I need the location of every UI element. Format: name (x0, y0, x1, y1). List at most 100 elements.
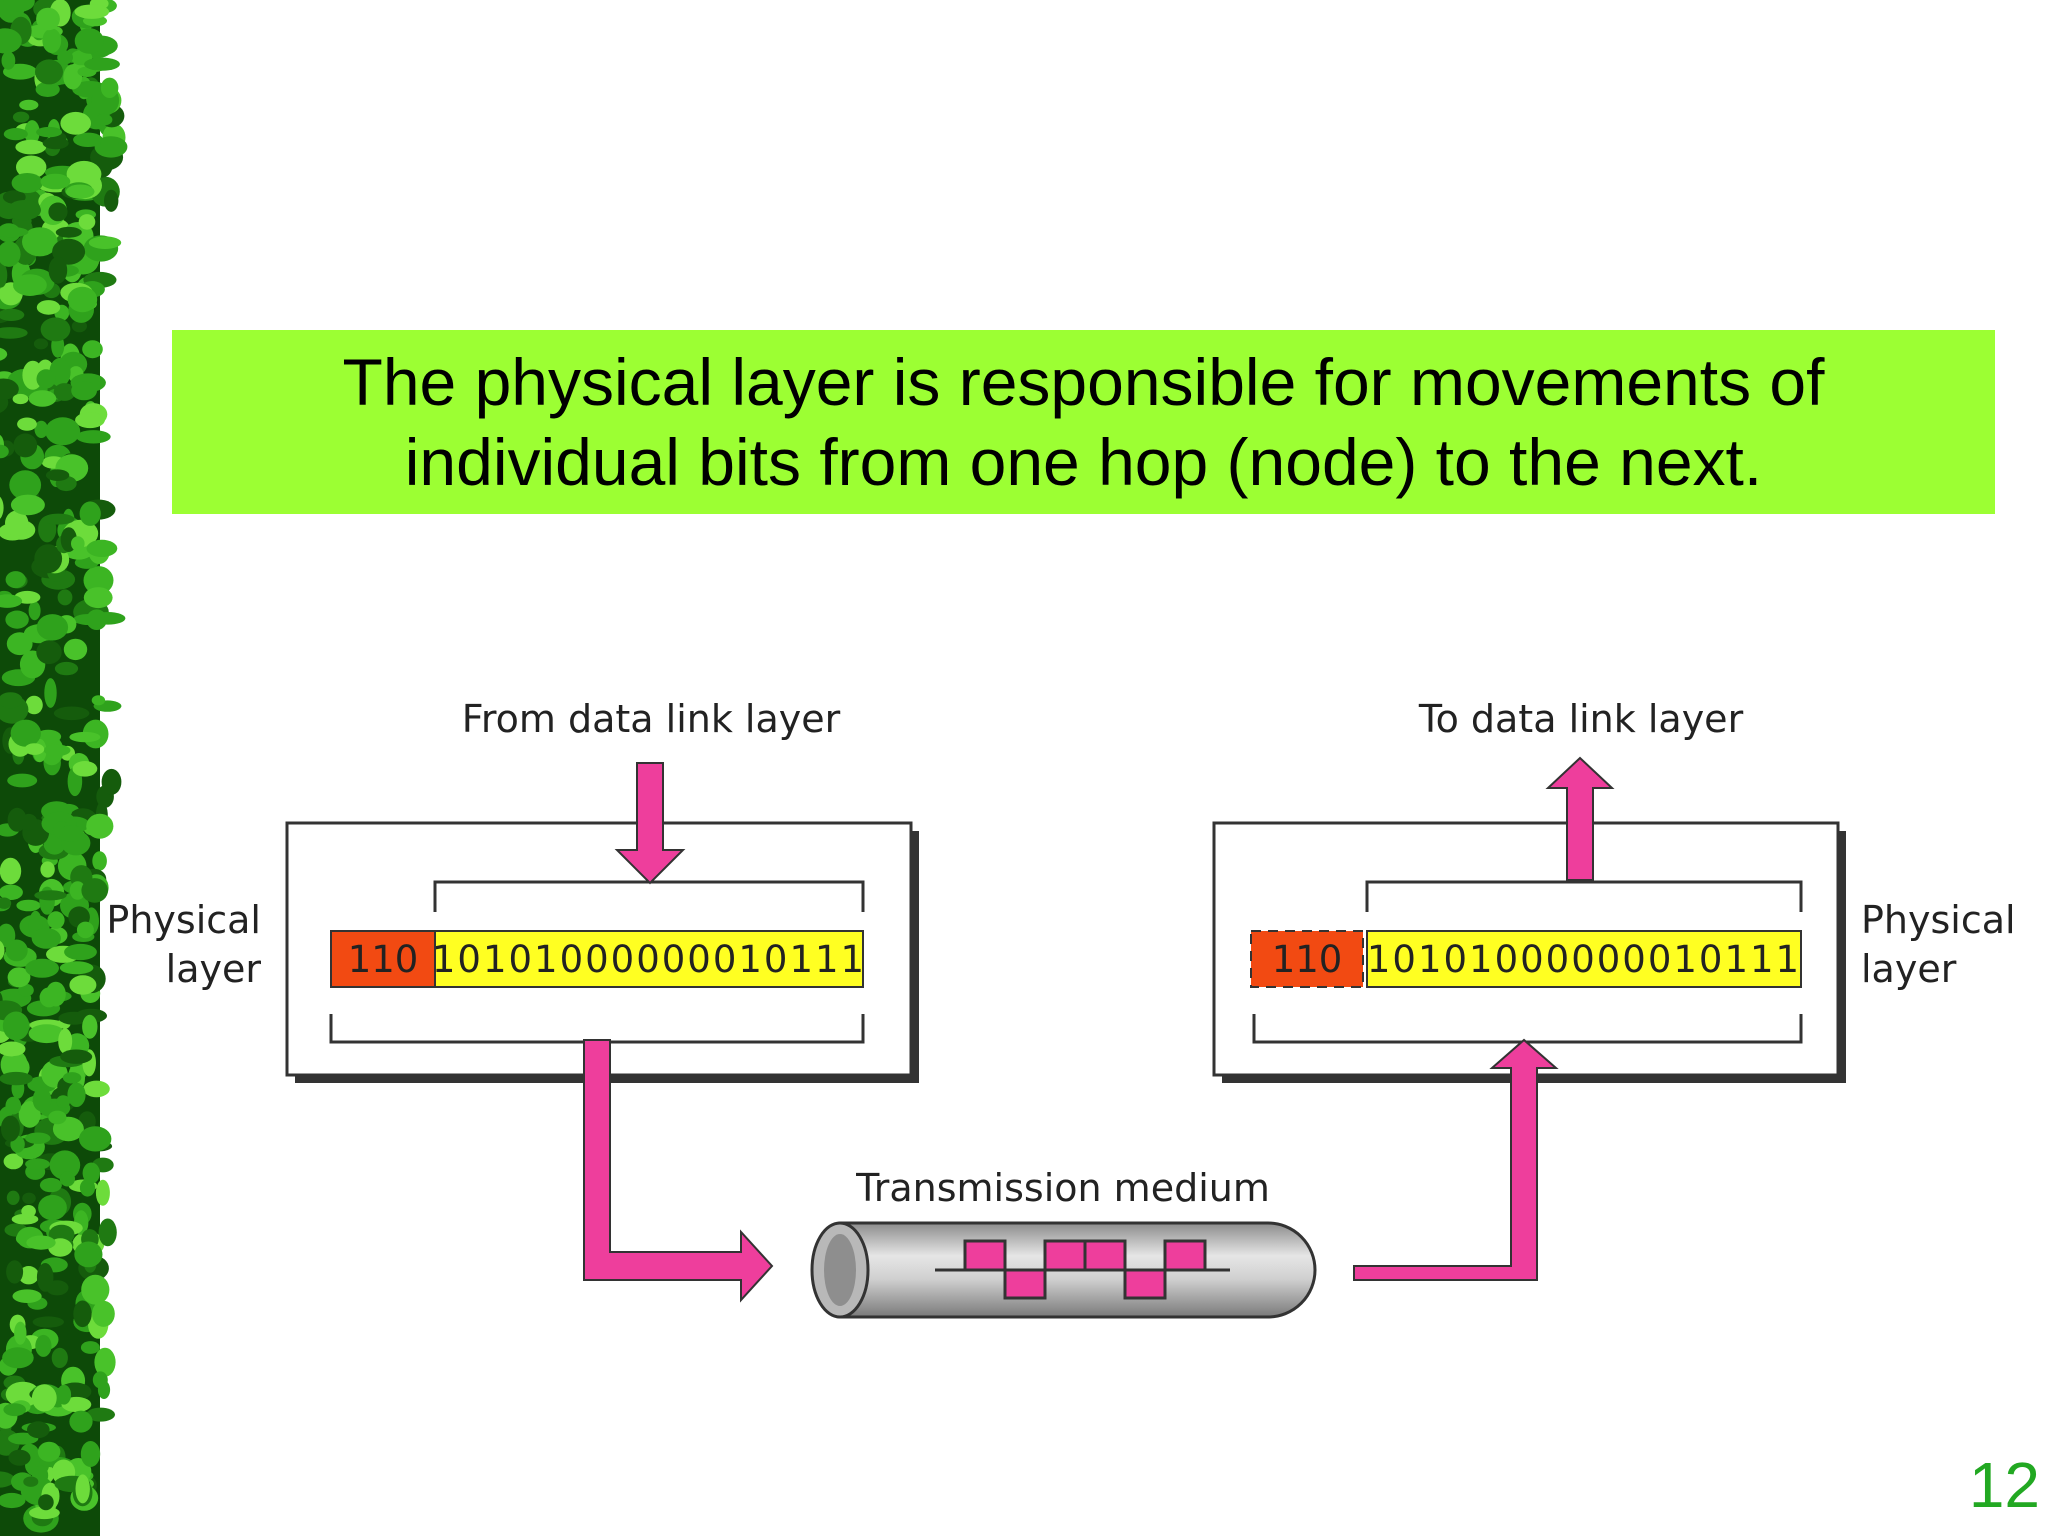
up-arrow-out-of-receiver (1545, 756, 1615, 881)
leaf-decoration (79, 501, 101, 526)
leaf-decoration (28, 390, 57, 407)
leaf-decoration (59, 1171, 75, 1187)
receiver-bits-cell (1366, 930, 1802, 988)
leaf-decoration (92, 1300, 115, 1327)
leaf-decoration (83, 587, 113, 609)
leaf-decoration (0, 347, 8, 361)
sender-header-cell (330, 930, 436, 988)
leaf-decoration (34, 890, 67, 901)
leaf-decoration (0, 378, 19, 400)
leaf-decoration (36, 640, 62, 665)
sender-to-medium-arrow (583, 1039, 774, 1303)
leaf-decoration (81, 1274, 110, 1305)
leaf-decoration (0, 241, 21, 267)
leaf-decoration (36, 300, 61, 315)
leaf-decoration (5, 939, 28, 962)
leaf-decoration (49, 1150, 81, 1180)
leaf-decoration (71, 381, 97, 401)
leaf-decoration (45, 417, 81, 446)
leaf-decoration (0, 1041, 26, 1057)
leaf-decoration (59, 961, 94, 975)
leaf-decoration (16, 155, 47, 179)
leaf-decoration (5, 1096, 22, 1115)
leaf-decoration (3, 1403, 26, 1417)
leaf-decoration (24, 120, 40, 145)
leaf-decoration (0, 1071, 33, 1086)
sender-bits-text: 10101000000010111 (432, 938, 866, 981)
leaf-decoration (0, 884, 23, 900)
leaf-decoration (66, 160, 102, 188)
leaf-decoration (58, 1028, 73, 1054)
leaf-decoration (7, 967, 31, 988)
leaf-decoration (53, 706, 90, 721)
leaf-decoration (0, 594, 23, 608)
leaf-decoration (40, 861, 55, 878)
leaf-decoration (0, 857, 22, 885)
leaf-decoration (100, 136, 119, 151)
leaf-decoration (78, 214, 96, 230)
leaf-decoration (101, 768, 122, 795)
leaf-decoration (0, 692, 23, 709)
leaf-decoration (48, 1110, 67, 1125)
leaf-decoration (48, 202, 68, 222)
leaf-decoration (7, 200, 41, 221)
leaf-decoration (40, 317, 71, 342)
leaf-decoration (57, 50, 73, 65)
leaf-decoration (36, 126, 63, 138)
leaf-decoration (74, 28, 104, 54)
leaf-decoration (100, 77, 119, 99)
leaf-decoration (91, 695, 106, 706)
leaf-decoration (0, 940, 5, 961)
leaf-decoration (6, 632, 33, 656)
leaf-decoration (86, 813, 114, 839)
leaf-decoration (2, 1011, 30, 1041)
leaf-decoration (37, 1441, 61, 1462)
sender-header-text: 110 (348, 938, 419, 981)
leaf-decoration (42, 513, 75, 525)
leaf-decoration (86, 539, 118, 558)
leaf-decoration (80, 1441, 101, 1467)
leaf-decoration (80, 1341, 100, 1354)
leaf-decoration (74, 1241, 103, 1268)
leaf-decoration (12, 111, 30, 123)
leaf-decoration (13, 433, 38, 458)
leaf-decoration (60, 1049, 93, 1064)
leaf-decoration (2, 1347, 34, 1369)
leaf-decoration (22, 227, 58, 257)
leaf-decoration (47, 911, 65, 929)
leaf-decoration (32, 1087, 52, 1112)
leaf-decoration (29, 1506, 60, 1520)
leaf-decoration (5, 510, 29, 537)
leaf-decoration (82, 340, 103, 359)
headline-line-1: The physical layer is responsible for mo… (342, 345, 1825, 419)
leaf-decoration (25, 1158, 50, 1170)
signal-waveform (963, 1239, 1207, 1300)
leaf-decoration (5, 571, 26, 589)
leaf-decoration (39, 1177, 62, 1193)
leaf-decoration (9, 470, 42, 500)
leaf-decoration (48, 256, 68, 284)
right-physical-label-line-2: layer (1861, 947, 1957, 991)
leaf-decoration (25, 1132, 51, 1144)
leaf-decoration (58, 825, 84, 842)
leaf-decoration (60, 111, 91, 135)
leaf-decoration (86, 609, 107, 630)
leaf-decoration (63, 638, 88, 661)
leaf-decoration (36, 369, 56, 389)
leaf-decoration (28, 601, 41, 621)
leaf-decoration (65, 184, 95, 199)
leaf-decoration (0, 897, 12, 909)
slide-number: 12 (1968, 1449, 2040, 1521)
leaf-decoration (32, 1316, 64, 1328)
leaf-decoration (0, 496, 4, 519)
leaf-decoration (11, 173, 43, 193)
leaf-decoration (42, 137, 69, 150)
leaf-decoration (0, 262, 8, 288)
leaf-decoration (19, 99, 39, 111)
leaf-decoration (25, 695, 43, 715)
leaf-decoration (36, 1263, 54, 1292)
leaf-decoration (75, 1474, 90, 1504)
leaf-decoration (16, 899, 41, 912)
leaf-decoration (36, 614, 69, 641)
leaf-decoration (67, 1082, 86, 1108)
